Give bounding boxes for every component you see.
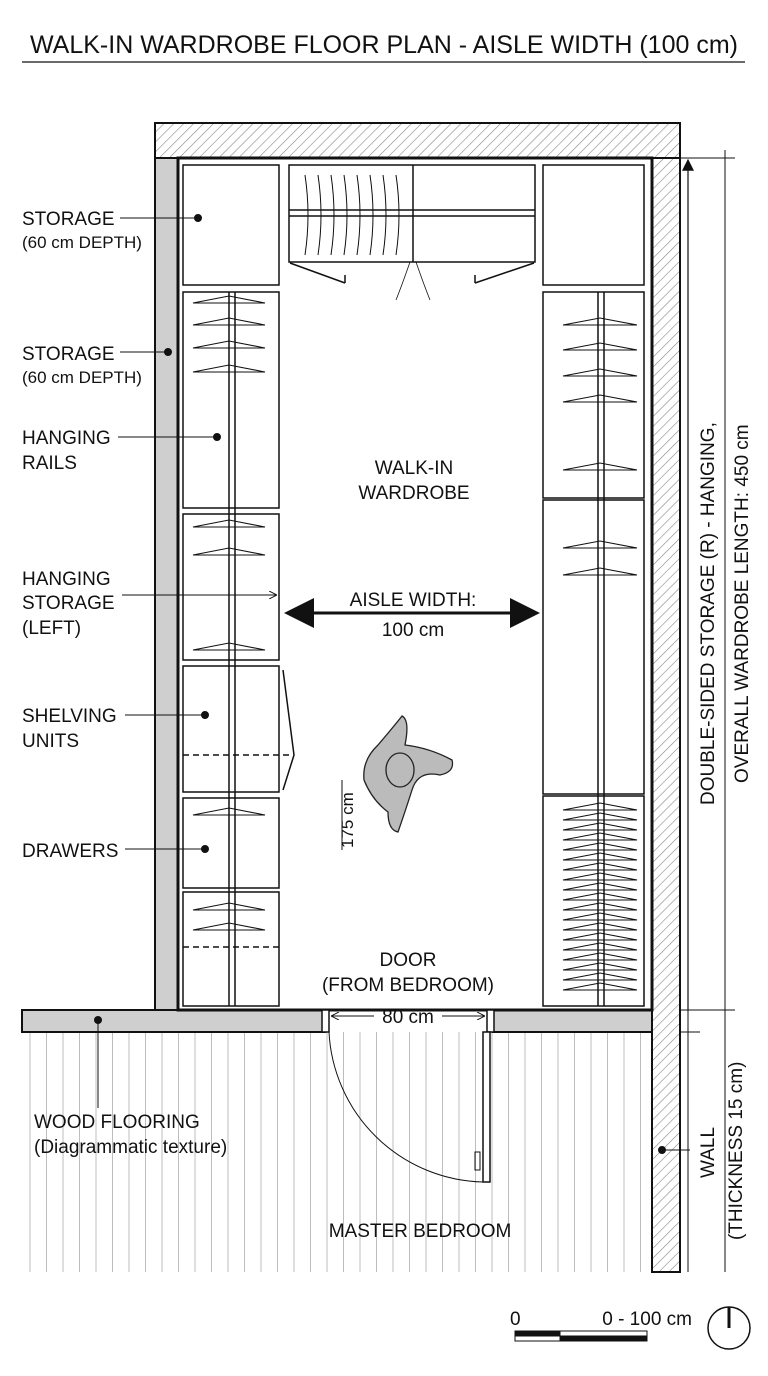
wood-flooring [29,1032,641,1272]
hanger-icon [562,822,638,831]
hanging-storage-label-3: (LEFT) [22,618,81,639]
right-storage-column [542,164,645,1007]
shelving-label: SHELVING [22,706,117,727]
flooring-label-2: (Diagrammatic texture) [34,1137,227,1158]
hanger-icon [562,922,638,931]
aisle-label: AISLE WIDTH: [350,590,477,611]
hanger-icon [562,862,638,871]
right-dimension [680,150,735,1272]
hanging-storage-label-2: STORAGE [22,593,115,614]
hanger-icon [562,952,638,961]
hanger-icon [192,807,266,816]
folded-garment [317,174,322,256]
hanger-icon [562,832,638,841]
folded-garment [304,174,309,256]
hanger-icon [562,892,638,901]
hanger-icon [192,519,266,528]
hanger-icon [562,342,638,351]
shelving-label-2: UNITS [22,731,79,752]
right-dimension-label-2: OVERALL WARDROBE LENGTH: 450 cm [732,424,753,783]
page-title: WALK-IN WARDROBE FLOOR PLAN - AISLE WIDT… [30,31,738,59]
hanging-rails-label: HANGING [22,428,111,449]
left-wall [154,157,179,1011]
wall-label-2: (THICKNESS 15 cm) [726,1062,747,1240]
walkin-label-2: WARDROBE [358,483,469,504]
drawers-label: DRAWERS [22,841,118,862]
left-callouts [94,214,690,1154]
north-arrow-icon [707,1306,751,1350]
hanger-icon [562,368,638,377]
hanger-icon [192,922,266,931]
top-wall [154,122,681,159]
hanger-icon [562,462,638,471]
hanger-icon [562,972,638,981]
hanger-icon [562,540,638,549]
person-figure [363,715,454,833]
door-width-label: 80 cm [382,1007,434,1028]
hanger-icon [192,295,266,304]
hanger-icon [562,942,638,951]
hanger-icon [192,317,266,326]
bedroom-label: MASTER BEDROOM [329,1221,512,1242]
folded-garment [369,174,374,256]
wardrobe-room [176,156,654,1012]
bottom-wall-left [21,1009,326,1033]
hanger-icon [562,872,638,881]
folded-garment [330,174,335,256]
hanger-icon [562,394,638,403]
hanger-icon [562,802,638,811]
hanger-icon [562,882,638,891]
scale-bar [514,1330,648,1342]
left-storage-column [182,164,295,1007]
hanger-icon [192,642,266,651]
right-wall [651,157,681,1273]
aisle-value: 100 cm [382,620,444,641]
hanging-storage-label: HANGING [22,569,111,590]
hangers [192,174,638,991]
hanger-icon [562,842,638,851]
hanger-icon [562,317,638,326]
storage-label-1: STORAGE [22,209,115,230]
hanger-icon [192,902,266,911]
folded-garment [343,174,348,256]
storage-label-2-sub: (60 cm DEPTH) [22,368,142,387]
hanger-icon [562,932,638,941]
hanger-icon [562,852,638,861]
flooring-label: WOOD FLOORING [34,1112,200,1133]
hanger-icon [562,982,638,991]
door-label: DOOR [380,950,437,971]
bottom-wall-right [492,1009,653,1033]
hanger-icon [562,912,638,921]
right-dimension-label: DOUBLE-SIDED STORAGE (R) - HANGING, [698,422,719,805]
storage-label-1-sub: (60 cm DEPTH) [22,233,142,252]
folded-garment [356,174,361,256]
folded-garment [395,174,400,256]
hanger-icon [192,364,266,373]
hanger-icon [562,567,638,576]
scale-start: 0 [510,1309,521,1330]
walkin-label: WALK-IN [375,458,453,479]
wall-label: WALL [698,1127,719,1178]
door [321,1009,495,1183]
person-height-label: 175 cm [338,792,357,848]
hanger-icon [562,962,638,971]
hanger-icon [192,340,266,349]
hanger-icon [192,547,266,556]
folded-garment [382,174,387,256]
door-label-sub: (FROM BEDROOM) [322,975,494,996]
top-shelving-unit [288,164,536,301]
storage-label-2: STORAGE [22,344,115,365]
scale-end: 0 - 100 cm [602,1309,692,1330]
hanger-icon [562,812,638,821]
hanger-icon [562,902,638,911]
hanging-rails-label-2: RAILS [22,453,77,474]
